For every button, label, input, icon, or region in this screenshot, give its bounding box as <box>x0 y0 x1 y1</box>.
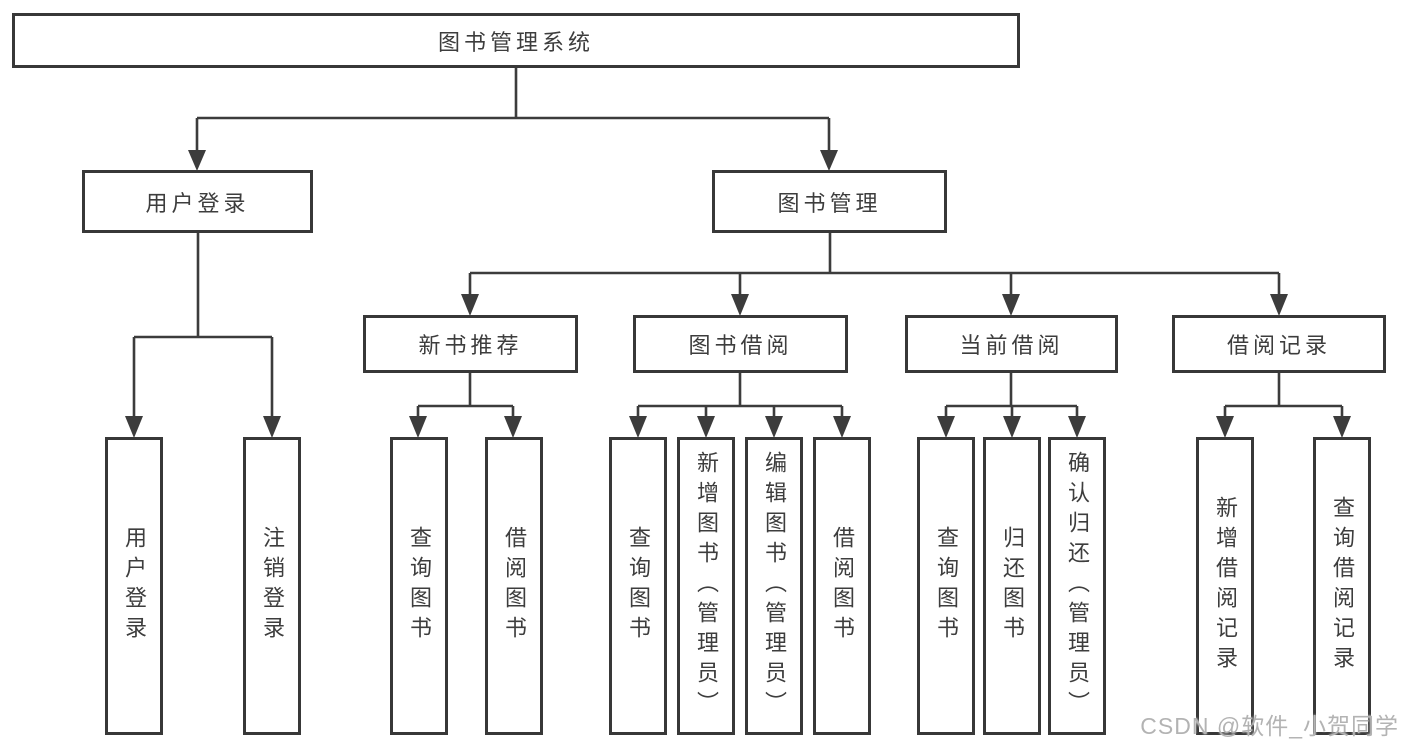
connector-new-book-recommend-to-leaves <box>409 373 522 438</box>
leaf-edit-books-admin-label: 编辑图书（管理员） <box>762 451 787 721</box>
leaf-user-login: 用户登录 <box>105 437 163 735</box>
leaf-query-borrow-record: 查询借阅记录 <box>1313 437 1371 735</box>
leaf-logout: 注销登录 <box>243 437 301 735</box>
leaf-query-books-recommend: 查询图书 <box>390 437 448 735</box>
leaf-query-books-recommend-label: 查询图书 <box>407 526 432 646</box>
leaf-user-login-label: 用户登录 <box>122 526 147 646</box>
leaf-logout-label: 注销登录 <box>260 526 285 646</box>
leaf-borrow-books-recommend-label: 借阅图书 <box>502 526 527 646</box>
leaf-query-books-current: 查询图书 <box>917 437 975 735</box>
node-current-borrow: 当前借阅 <box>905 315 1118 373</box>
connector-user-login-to-children <box>125 233 281 438</box>
connector-current-borrow-to-leaves <box>937 373 1086 438</box>
leaf-add-borrow-record-label: 新增借阅记录 <box>1213 496 1238 676</box>
leaf-add-borrow-record: 新增借阅记录 <box>1196 437 1254 735</box>
leaf-query-borrow-record-label: 查询借阅记录 <box>1330 496 1355 676</box>
connector-root-to-level2 <box>188 68 838 171</box>
leaf-confirm-return-admin: 确认归还（管理员） <box>1048 437 1106 735</box>
node-new-book-recommend: 新书推荐 <box>363 315 578 373</box>
node-book-management: 图书管理 <box>712 170 947 233</box>
leaf-add-books-admin: 新增图书（管理员） <box>677 437 735 735</box>
leaf-query-books-current-label: 查询图书 <box>934 526 959 646</box>
csdn-watermark: CSDN @软件_小贺同学 <box>1140 713 1399 739</box>
connector-book-management-to-sections <box>461 233 1288 316</box>
leaf-return-books: 归还图书 <box>983 437 1041 735</box>
node-borrow-records: 借阅记录 <box>1172 315 1386 373</box>
leaf-return-books-label: 归还图书 <box>1000 526 1025 646</box>
leaf-query-books-borrow-label: 查询图书 <box>626 526 651 646</box>
leaf-edit-books-admin: 编辑图书（管理员） <box>745 437 803 735</box>
connector-borrow-records-to-leaves <box>1216 373 1351 438</box>
leaf-confirm-return-admin-label: 确认归还（管理员） <box>1065 451 1090 721</box>
leaf-query-books-borrow: 查询图书 <box>609 437 667 735</box>
leaf-add-books-admin-label: 新增图书（管理员） <box>694 451 719 721</box>
node-user-login: 用户登录 <box>82 170 313 233</box>
connector-book-borrow-to-leaves <box>629 373 851 438</box>
leaf-borrow-books-recommend: 借阅图书 <box>485 437 543 735</box>
node-root: 图书管理系统 <box>12 13 1020 68</box>
node-book-borrow: 图书借阅 <box>633 315 848 373</box>
leaf-borrow-books-label: 借阅图书 <box>830 526 855 646</box>
leaf-borrow-books: 借阅图书 <box>813 437 871 735</box>
